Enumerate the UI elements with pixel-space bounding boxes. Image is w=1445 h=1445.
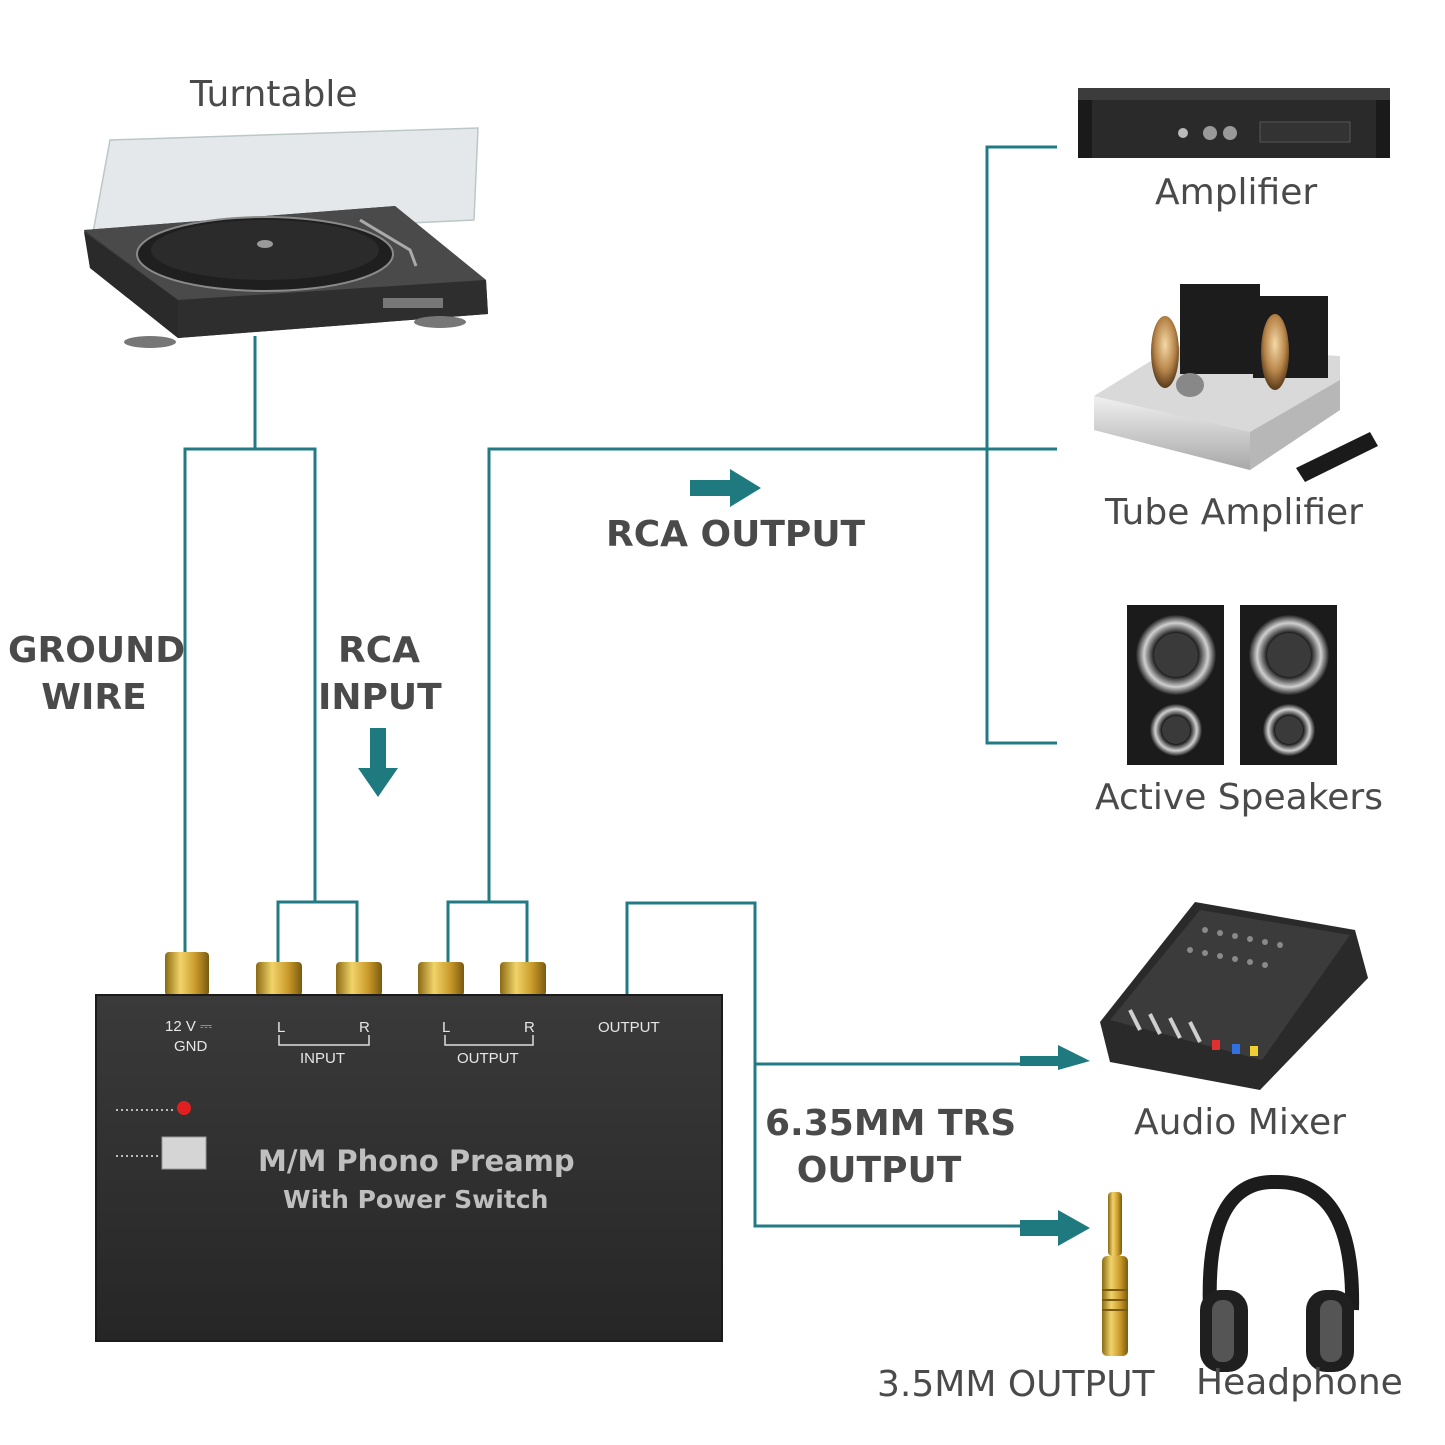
output-bus-line bbox=[985, 145, 1057, 745]
input-left-label: L bbox=[277, 1019, 286, 1036]
audio-mixer-image bbox=[1100, 902, 1368, 1090]
input-group-label: INPUT bbox=[300, 1050, 345, 1067]
rca-jack-input-right bbox=[336, 962, 382, 996]
preamp-subtitle: With Power Switch bbox=[283, 1185, 549, 1214]
tube-amplifier-image bbox=[1094, 284, 1378, 482]
rca-input-arrow bbox=[358, 728, 398, 797]
output-right-label: R bbox=[524, 1019, 535, 1036]
jack-output-label: OUTPUT bbox=[598, 1019, 660, 1036]
rca-output-fork bbox=[446, 900, 529, 962]
headphone-image bbox=[1200, 1174, 1360, 1372]
amplifier-label: Amplifier bbox=[1155, 172, 1318, 213]
output-group-label: OUTPUT bbox=[457, 1050, 519, 1067]
rca-input-label: RCA INPUT bbox=[318, 630, 442, 718]
trs-output-label: 6.35MM TRS OUTPUT bbox=[765, 1103, 1017, 1191]
rca-input-fork bbox=[276, 900, 359, 962]
rca-jack-output-right bbox=[500, 962, 546, 996]
adapter-plug-image bbox=[1102, 1192, 1128, 1356]
headphone-arrow bbox=[1020, 1210, 1090, 1246]
rca-jack-output-left bbox=[418, 962, 464, 996]
power-input-label: 12 V ⎓ bbox=[165, 1018, 212, 1035]
gnd-label: GND bbox=[174, 1038, 208, 1055]
arrows bbox=[358, 469, 1090, 1246]
active-speakers-label: Active Speakers bbox=[1095, 777, 1383, 818]
preamp-title: M/M Phono Preamp bbox=[258, 1144, 575, 1178]
mixer-arrow bbox=[1020, 1045, 1090, 1070]
amplifier-image bbox=[1078, 88, 1390, 158]
headphone-label: Headphone bbox=[1196, 1362, 1403, 1403]
wires bbox=[183, 145, 1057, 1228]
rca-jack-input-left bbox=[256, 962, 302, 996]
adapter-label: 3.5MM OUTPUT bbox=[877, 1364, 1155, 1405]
ground-wire-label: GROUND WIRE bbox=[8, 630, 186, 718]
output-left-label: L bbox=[442, 1019, 451, 1036]
ground-terminal bbox=[165, 952, 209, 996]
power-led bbox=[177, 1101, 191, 1115]
rca-output-line bbox=[487, 447, 1057, 902]
active-speakers-image bbox=[1127, 605, 1337, 765]
turntable-label: Turntable bbox=[190, 74, 358, 115]
ground-wire-line bbox=[183, 447, 317, 952]
rca-output-arrow bbox=[690, 469, 761, 507]
input-right-label: R bbox=[359, 1019, 370, 1036]
power-switch[interactable] bbox=[161, 1136, 207, 1170]
preamp-device bbox=[95, 952, 723, 1342]
audio-mixer-label: Audio Mixer bbox=[1134, 1102, 1346, 1143]
turntable-image bbox=[84, 127, 488, 348]
tube-amplifier-label: Tube Amplifier bbox=[1105, 492, 1363, 533]
rca-output-label: RCA OUTPUT bbox=[606, 514, 866, 555]
trs-output-line bbox=[625, 901, 1032, 1228]
